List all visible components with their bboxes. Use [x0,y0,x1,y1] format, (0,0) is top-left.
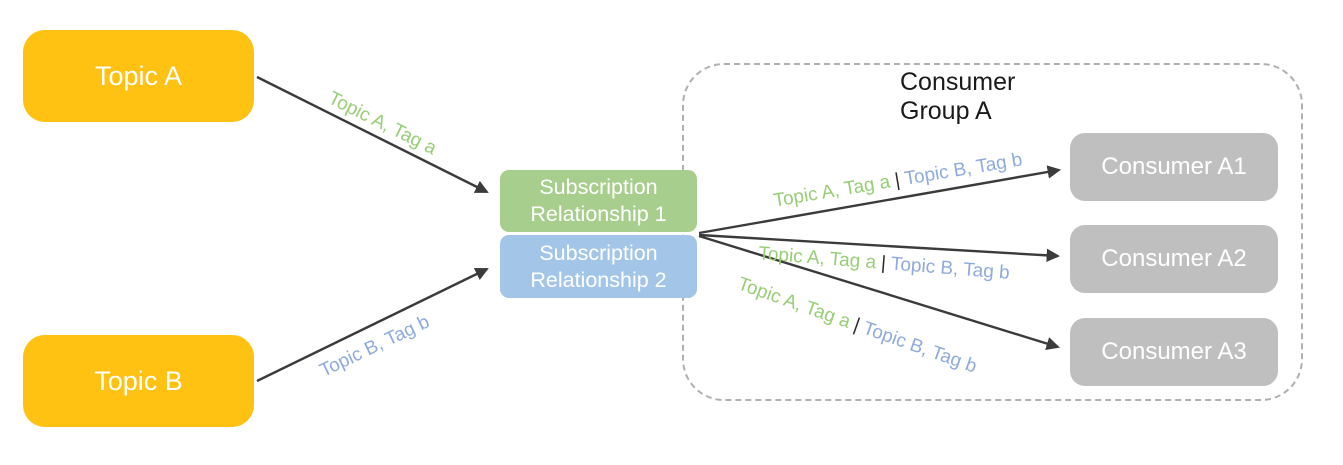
consumer-group-title: Consumer Group A [900,68,1015,126]
consumer-a3-box: Consumer A3 [1070,318,1278,386]
arrow-subscriptions-to-consumer-a1 [698,165,1061,235]
topic-b-label: Topic B [94,365,183,396]
consumer-a2-label: Consumer A2 [1101,245,1247,272]
consumer-group-title-line1: Consumer [900,68,1016,96]
arrow-subscriptions-to-consumer-a3 [698,234,1060,351]
arrow-topic-a-to-subscription1 [256,75,489,194]
subscription-1-line2: Relationship 1 [530,202,667,226]
arrow-topic-b-to-subscription2 [256,267,489,383]
consumer-a1-label: Consumer A1 [1101,153,1247,180]
subscription-2-line2: Relationship 2 [530,267,667,292]
consumer-a3-label: Consumer A3 [1101,338,1247,365]
topic-a-label: Topic A [94,60,183,91]
consumer-group-title-line2: Group A [900,97,992,125]
subscription-relationship-1-box: Subscription Relationship 1 [500,170,697,232]
arrow-subscriptions-to-consumer-a2 [698,233,1061,263]
consumer-a1-box: Consumer A1 [1070,133,1278,201]
consumer-group-border [682,63,1303,401]
topic-b-box: Topic B [23,335,254,427]
edge-label-separator: | [893,169,902,192]
subscription-relationship-2-box: Subscription Relationship 2 [500,235,697,298]
subscription-2-line1: Subscription [539,240,658,265]
consumer-a2-box: Consumer A2 [1070,225,1278,293]
topic-a-box: Topic A [23,30,254,122]
subscription-1-line1: Subscription [539,175,658,199]
edge-label-separator: | [880,252,887,275]
